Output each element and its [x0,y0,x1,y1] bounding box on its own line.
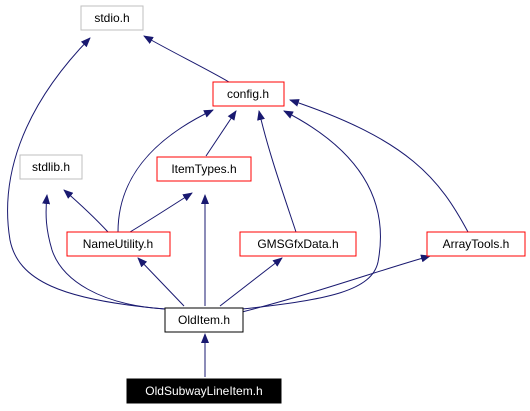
node-box [239,231,357,257]
node-box [80,5,144,31]
node-stdlib-h[interactable]: stdlib.h [19,154,83,180]
edge-nameutility-to-itemtypes [129,192,193,233]
node-label: stdlib.h [32,160,70,174]
edge-olditem-to-config [241,110,382,310]
node-label: OldItem.h [178,313,230,327]
edge-olditem-to-nameutility [137,257,185,307]
node-box [19,154,83,180]
node-box [164,307,244,333]
edge-olditem-to-arraytools [241,254,431,313]
edge-olditem-to-stdio [7,37,166,310]
node-gmsgfxdata-h[interactable]: GMSGfxData.h [239,231,357,257]
node-label: ItemTypes.h [171,162,236,176]
edge-nameutility-to-config [117,109,214,233]
edge-arraytools-to-config [289,99,469,233]
node-label: config.h [227,87,269,101]
node-arraytools-h[interactable]: ArrayTools.h [426,231,526,257]
edges [7,35,469,377]
edge-itemtypes-to-config [205,110,237,157]
node-box [212,81,285,107]
edge-nameutility-to-stdlib [63,189,109,233]
node-label: OldSubwayLineItem.h [145,384,262,398]
edge-gmsgfxdata-to-config [257,110,297,233]
node-box [156,156,252,182]
node-box [126,378,282,404]
node-olditem-h[interactable]: OldItem.h [164,307,244,333]
node-label: ArrayTools.h [443,237,510,251]
node-config-h[interactable]: config.h [212,81,285,107]
node-nameutility-h[interactable]: NameUtility.h [66,231,171,257]
node-box [426,231,526,257]
edge-olditem-to-gmsgfxdata [219,257,283,307]
node-stdio-h[interactable]: stdio.h [80,5,144,31]
node-itemtypes-h[interactable]: ItemTypes.h [156,156,252,182]
nodes: stdio.h config.h stdlib.h ItemTypes.h Na… [19,5,526,404]
node-oldsubwaylineitem-h[interactable]: OldSubwayLineItem.h [126,378,282,404]
edge-olditem-to-stdlib [42,194,166,310]
node-label: NameUtility.h [83,237,153,251]
node-label: stdio.h [94,11,129,25]
edge-config-to-stdio [143,35,230,83]
node-label: GMSGfxData.h [257,237,338,251]
node-box [66,231,171,257]
